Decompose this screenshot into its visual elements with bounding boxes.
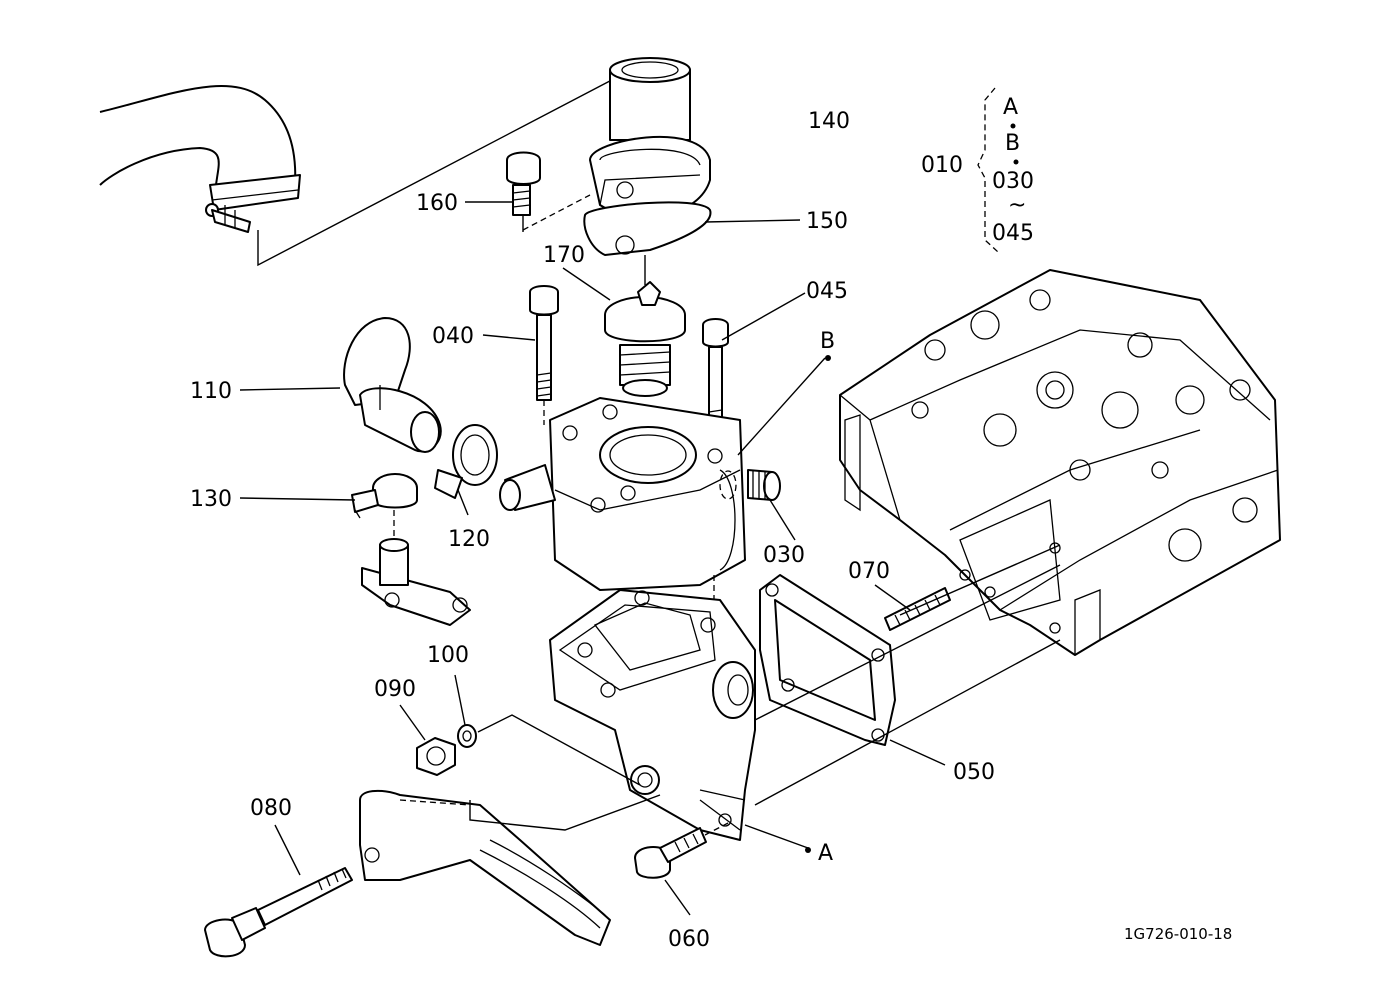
callout-070: 070 [848, 559, 890, 584]
adjusting-bolt [204, 867, 353, 958]
callout-ref-b: B [820, 329, 835, 354]
thermostat-housing-bolt-045 [702, 318, 729, 436]
callout-050: 050 [953, 760, 995, 785]
bypass-hose [343, 317, 442, 453]
callout-150: 150 [806, 209, 848, 234]
group-item-a: A [1003, 95, 1018, 120]
washer-100 [457, 724, 477, 748]
group-item-045: 045 [992, 221, 1034, 246]
group-item-030: 030 [992, 169, 1034, 194]
flange-gasket [583, 201, 712, 256]
bolt-axis-160 [522, 194, 591, 231]
callout-ref-a: A [818, 841, 833, 866]
callout-030: 030 [763, 543, 805, 568]
group-item-b: B [1005, 131, 1020, 156]
nut-090 [416, 737, 456, 776]
callout-100: 100 [427, 643, 469, 668]
leader-lines [239, 201, 946, 916]
drain-plug [747, 469, 781, 501]
stud-bolt [884, 587, 951, 631]
water-pump-gasket [759, 574, 896, 746]
callout-160: 160 [416, 191, 458, 216]
water-pump-bolt [634, 827, 707, 879]
callout-130: 130 [190, 487, 232, 512]
callout-045: 045 [806, 279, 848, 304]
water-pipe-flange [361, 538, 471, 626]
group-item-range: ~ [1008, 193, 1026, 218]
hose-clamp-120 [434, 424, 498, 499]
flange-bolt [506, 151, 541, 216]
water-pump-body [549, 589, 756, 841]
drawing-number: 1G726-010-18 [1124, 925, 1232, 943]
callout-140: 140 [808, 109, 850, 134]
callout-110: 110 [190, 379, 232, 404]
upper-radiator-hose [99, 85, 301, 233]
group-number: 010 [921, 153, 963, 178]
assembly-group-010: 010 A B 030 ~ 045 [921, 87, 1034, 253]
callout-labels: 140 160 150 170 045 040 B 110 130 120 03… [190, 109, 1232, 952]
hose-clamp-130 [351, 473, 418, 519]
thermostat-housing-bolt-040 [529, 285, 559, 401]
callout-040: 040 [432, 324, 474, 349]
thermostat-housing [499, 397, 746, 591]
callout-170: 170 [543, 243, 585, 268]
adjusting-bracket [359, 789, 611, 946]
cylinder-head [839, 269, 1281, 656]
thermostat [604, 281, 686, 397]
callout-120: 120 [448, 527, 490, 552]
callout-060: 060 [668, 927, 710, 952]
callout-080: 080 [250, 796, 292, 821]
callout-090: 090 [374, 677, 416, 702]
